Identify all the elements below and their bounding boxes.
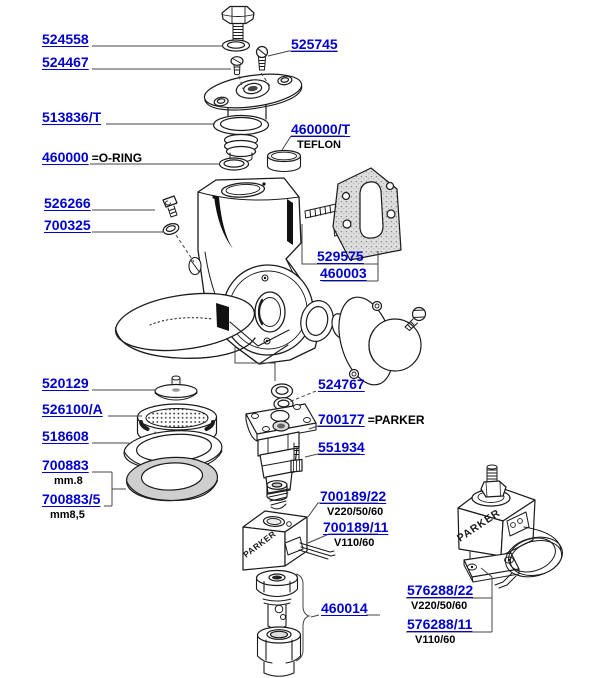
part-link-700883-5[interactable]: 700883/5 — [42, 491, 101, 507]
label-suffix-parker: =PARKER — [367, 413, 425, 427]
part-link-525745[interactable]: 525745 — [291, 36, 338, 52]
label-518608: 518608 — [42, 429, 89, 444]
flanged-cap-drawing — [331, 296, 422, 386]
part-link-526266[interactable]: 526266 — [44, 195, 91, 211]
gasket-460003-drawing — [332, 167, 402, 261]
part-link-460003[interactable]: 460003 — [320, 265, 367, 281]
part-link-700177[interactable]: 700177 — [318, 411, 365, 427]
label-sub-mm8: mm.8 — [54, 475, 83, 487]
part-link-524467[interactable]: 524467 — [42, 54, 89, 70]
screen-holder-520129-drawing — [154, 375, 198, 401]
label-526266: 526266 — [44, 196, 91, 211]
part-link-700325[interactable]: 700325 — [44, 217, 91, 233]
part-link-526100A[interactable]: 526100/A — [42, 401, 103, 417]
screw-551934-drawing — [290, 442, 303, 473]
part-link-513836T[interactable]: 513836/T — [42, 109, 102, 125]
label-sub-v220-1: V220/50/60 — [327, 506, 384, 518]
label-551934: 551934 — [318, 440, 365, 455]
label-524558: 524558 — [42, 32, 89, 47]
part-link-524767[interactable]: 524767 — [318, 376, 365, 392]
label-460014: 460014 — [321, 601, 368, 616]
washer-524558-drawing — [221, 39, 251, 52]
part-link-576288-11[interactable]: 576288/11 — [407, 616, 473, 632]
label-sub-v110-2: V110/60 — [415, 634, 456, 646]
hex-bolt-drawing — [221, 5, 255, 45]
part-link-524558[interactable]: 524558 — [42, 31, 89, 47]
label-460000: 460000=O-RING — [42, 150, 142, 166]
part-link-576288-22[interactable]: 576288/22 — [407, 582, 474, 598]
label-529575: 529575 — [317, 249, 364, 264]
label-520129: 520129 — [42, 376, 89, 391]
label-sub-teflon: TEFLON — [297, 139, 341, 151]
part-link-700189-22[interactable]: 700189/22 — [320, 488, 387, 504]
orings-524767-drawing — [270, 383, 294, 411]
washer-700325-drawing — [162, 223, 180, 235]
group-head-casting-drawing — [114, 177, 320, 365]
label-524467: 524467 — [42, 55, 89, 70]
dashed-leader-lines — [175, 72, 317, 403]
label-700883-5: 700883/5 mm8,5 — [42, 492, 100, 523]
part-link-460000T[interactable]: 460000/T — [291, 121, 351, 137]
valve-stem-460014-drawing — [255, 569, 302, 677]
part-link-518608[interactable]: 518608 — [42, 428, 89, 444]
oring-460000-drawing — [218, 157, 250, 171]
group-flange-513836-drawing — [203, 73, 303, 163]
label-513836T: 513836/T — [42, 110, 101, 125]
gasket-700883-drawing — [125, 456, 219, 502]
label-460000T: 460000/T TEFLON — [291, 122, 350, 153]
screw-cap-drawing — [404, 306, 427, 331]
label-524767: 524767 — [318, 377, 365, 392]
coil-700189-drawing — [242, 510, 336, 571]
solenoid-valve-576288-drawing — [457, 464, 563, 589]
part-link-460000[interactable]: 460000 — [42, 149, 89, 165]
label-sub-v220-2: V220/50/60 — [411, 600, 468, 612]
part-link-700883[interactable]: 700883 — [42, 457, 89, 473]
part-link-551934[interactable]: 551934 — [318, 439, 365, 455]
label-700325: 700325 — [44, 218, 91, 233]
label-sub-v110-1: V110/60 — [334, 537, 375, 549]
chrome-ring-drawing — [300, 300, 334, 342]
part-link-460014[interactable]: 460014 — [321, 600, 368, 616]
screw-526266-drawing — [162, 195, 178, 218]
label-sub-mm85: mm8,5 — [50, 509, 85, 521]
label-700883: 700883 mm.8 — [42, 458, 89, 489]
part-link-700189-11[interactable]: 700189/11 — [323, 519, 389, 535]
label-526100A: 526100/A — [42, 402, 103, 417]
label-700177: 700177=PARKER — [318, 412, 425, 428]
screw-525745-drawing — [255, 45, 269, 71]
part-link-520129[interactable]: 520129 — [42, 375, 89, 391]
leader-lines — [90, 45, 493, 662]
part-link-529575[interactable]: 529575 — [317, 248, 364, 264]
label-460003: 460003 — [320, 266, 367, 281]
injector-700177-drawing — [245, 403, 317, 510]
curly-brace-460014 — [295, 573, 311, 662]
label-525745: 525745 — [291, 37, 338, 52]
cap-nut-drawing — [266, 480, 288, 501]
screw-524467-drawing — [230, 56, 244, 76]
label-suffix-oring: =O-RING — [91, 151, 143, 165]
teflon-ring-drawing — [266, 149, 302, 173]
shower-screen-526100-drawing — [136, 403, 218, 446]
